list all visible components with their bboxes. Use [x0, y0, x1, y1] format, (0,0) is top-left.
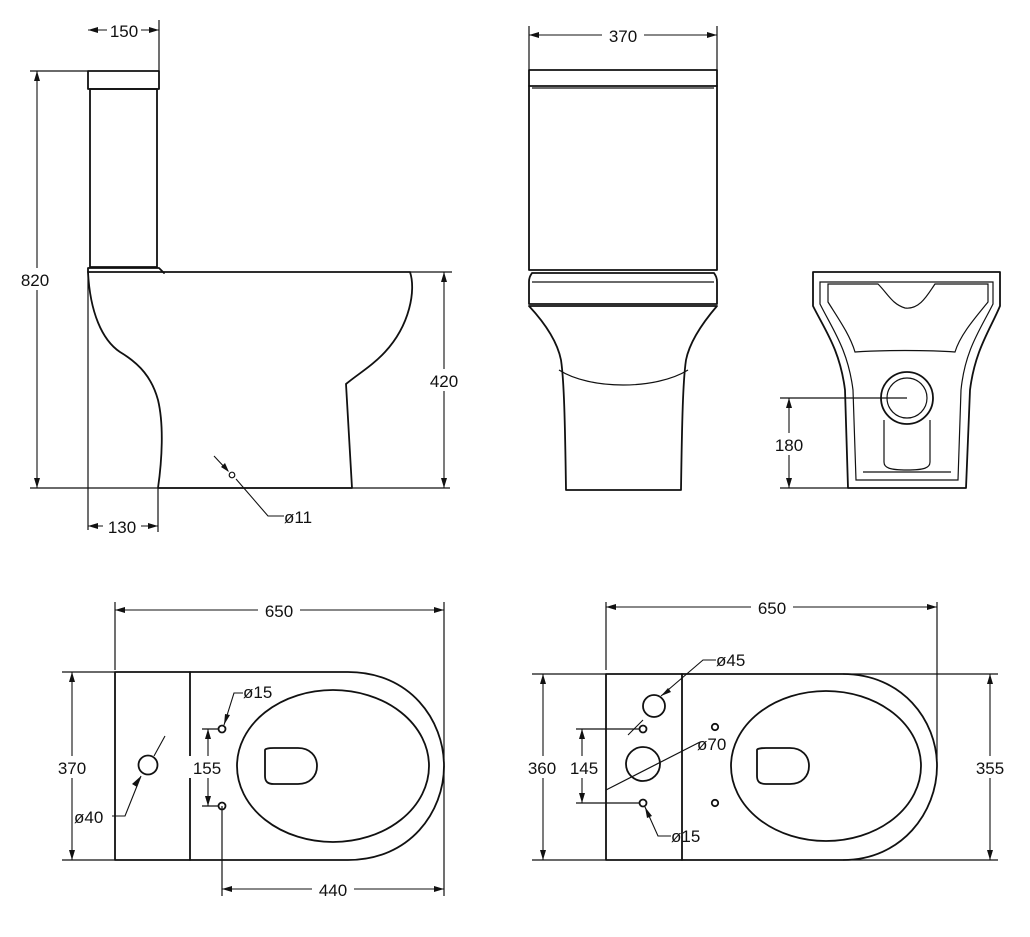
dim-right-flush-hole: ø70 [697, 735, 726, 754]
rear-trap [883, 420, 931, 471]
top-left-tank [114, 671, 191, 861]
dim-total-height: 820 [21, 271, 49, 290]
front-view: 370 [528, 26, 718, 491]
rear-view: 180 [768, 271, 1001, 489]
dim-front-width: 370 [609, 27, 637, 46]
rear-inner-outline [819, 281, 994, 481]
dim-right-fixing-holes: ø15 [671, 827, 700, 846]
top-left-bowl [236, 689, 430, 843]
dim-right-width-right: 355 [976, 759, 1004, 778]
top-right-tank [605, 673, 683, 861]
side-tank-body [89, 88, 158, 268]
dim-right-width-left: 360 [528, 759, 556, 778]
top-right-pan [681, 673, 938, 861]
dim-left-length: 650 [265, 602, 293, 621]
front-tank-body [528, 85, 718, 271]
top-view-right: 650 ø45 ø70 ø15 145 [522, 598, 1012, 861]
dim-outlet-height: 180 [775, 436, 803, 455]
dim-left-width: 370 [58, 759, 86, 778]
dim-left-tank-hole: ø40 [74, 808, 103, 827]
rear-outer-outline [812, 271, 1001, 489]
fixing-hole-icon [228, 471, 236, 479]
top-left-drain [264, 747, 318, 785]
seat-hole-bottom-icon [710, 798, 720, 808]
top-right-drain [756, 747, 810, 785]
side-tank-base [87, 267, 165, 274]
right-fixing-hole-bottom-icon [638, 798, 648, 808]
fixing-hole-top-icon [217, 724, 227, 734]
side-pan-outline [87, 271, 414, 489]
dim-tank-depth: 150 [110, 22, 138, 41]
front-pan-body [528, 305, 718, 491]
front-tank-lid [528, 69, 718, 87]
right-fixing-hole-top-icon [638, 724, 648, 734]
dim-left-hole-to-front: 440 [319, 881, 347, 900]
dim-foot-offset: 130 [108, 518, 136, 537]
front-seat-lid [528, 272, 718, 305]
top-view-left: 650 370 ø40 ø15 [50, 601, 445, 900]
side-tank-lid [87, 70, 160, 90]
top-right-bowl [730, 690, 922, 842]
tank-hole-45-icon [642, 694, 666, 718]
dim-left-hole-spacing: 155 [193, 759, 221, 778]
tank-hole-icon [137, 754, 159, 776]
dim-fixing-hole: ø11 [284, 508, 312, 527]
dim-right-tank-hole: ø45 [716, 651, 745, 670]
rear-recess [827, 283, 989, 353]
side-view: 150 820 420 130 ø11 [14, 20, 466, 537]
dim-right-length: 650 [758, 599, 786, 618]
flush-hole-70-icon [625, 746, 661, 782]
seat-hole-top-icon [710, 722, 720, 732]
dim-left-fixing-holes: ø15 [243, 683, 272, 702]
dim-right-hole-spacing: 145 [570, 759, 598, 778]
front-rim-line [558, 369, 689, 386]
dim-pan-height: 420 [430, 372, 458, 391]
